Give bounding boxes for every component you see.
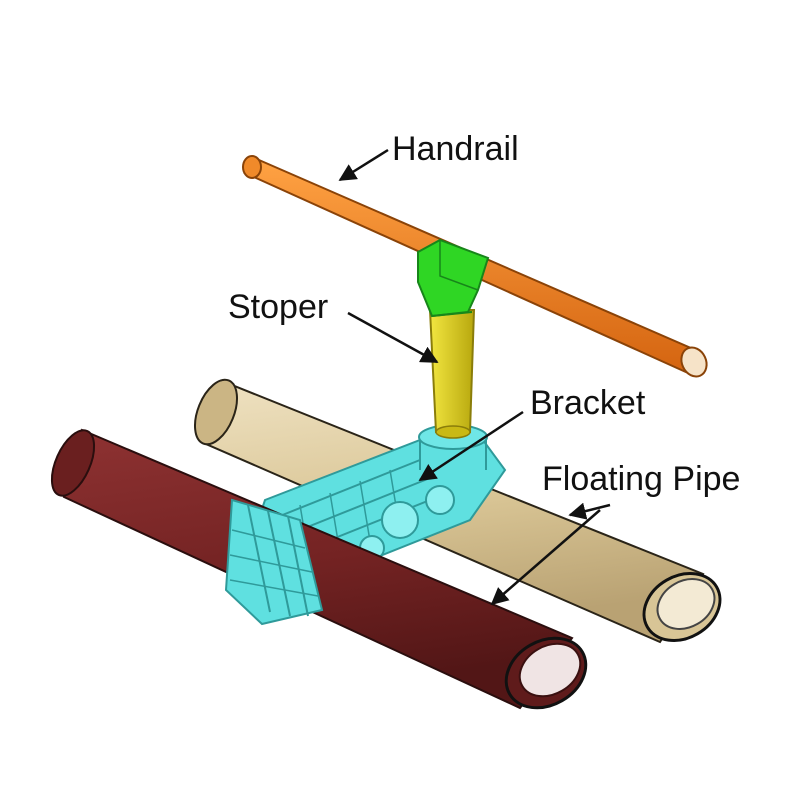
bracket-label: Bracket xyxy=(530,384,646,422)
bracket-arrow xyxy=(418,410,524,482)
stoper-arrow xyxy=(347,311,439,364)
floating-pipe-label: Floating Pipe xyxy=(542,460,740,498)
stoper-post xyxy=(428,309,476,439)
handrail-label: Handrail xyxy=(392,130,519,168)
floating-pipe-arrow-back xyxy=(568,502,611,520)
stoper-label: Stoper xyxy=(228,288,328,326)
stoper-collar xyxy=(417,238,490,318)
floating-pipe-arrow-front xyxy=(490,509,601,606)
handrail-arrow xyxy=(338,148,389,182)
leader-arrows xyxy=(338,148,611,606)
bracket-clamp xyxy=(224,498,324,626)
floating-pipe-front xyxy=(50,428,588,710)
